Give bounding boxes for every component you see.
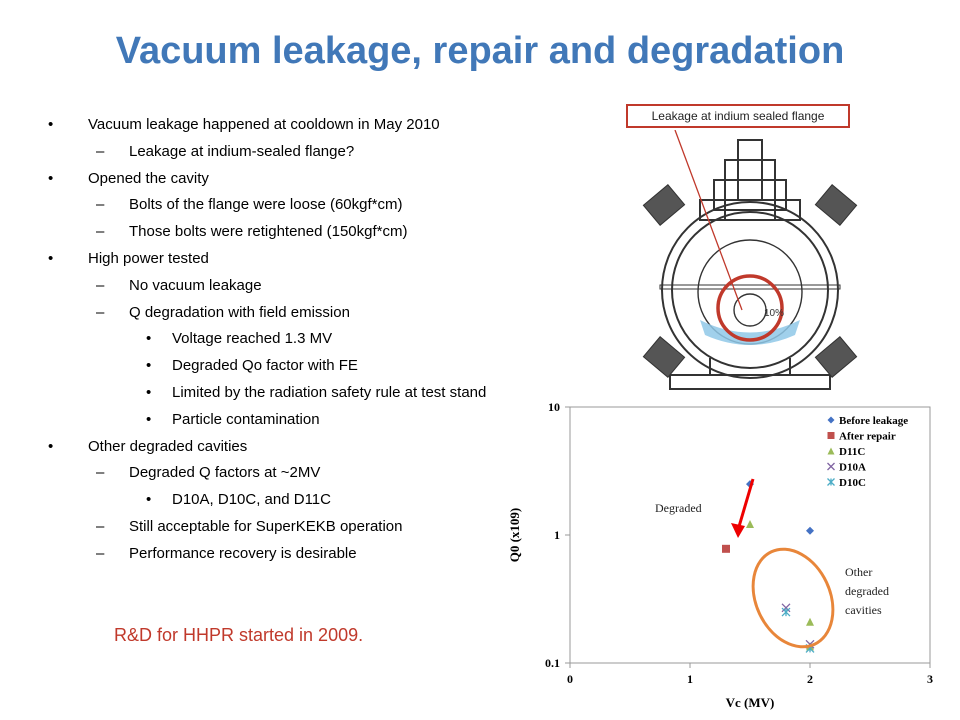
bullet-text: D10A, D10C, and D11C <box>172 491 331 509</box>
bullet-marker: – <box>96 544 105 562</box>
plot-area <box>569 406 931 664</box>
y-tick-label: 10 <box>548 400 560 414</box>
data-point <box>722 544 730 553</box>
degraded-annotation: Degraded <box>655 501 702 515</box>
data-point <box>781 607 791 617</box>
y-axis-label: Q0 (x109) <box>507 508 522 563</box>
bullet-text: High power tested <box>88 250 209 267</box>
data-point <box>806 526 814 535</box>
bullet-marker: • <box>48 250 54 267</box>
slide-title: Vacuum leakage, repair and degradation <box>115 30 845 72</box>
bullet-text: Still acceptable for SuperKEKB operation <box>129 518 403 535</box>
bullet-text: Leakage at indium-sealed flange? <box>129 142 355 160</box>
bullet-marker: • <box>146 330 152 348</box>
bullet-text: Opened the cavity <box>88 169 209 187</box>
legend-item: Before leakage <box>839 415 908 427</box>
degraded-cluster-ellipse <box>751 547 835 649</box>
data-point <box>806 617 814 626</box>
bullet-marker: • <box>146 357 152 375</box>
bullet-text: Q degradation with field emission <box>129 303 350 321</box>
legend-item: D10C <box>839 477 866 489</box>
data-point <box>827 447 835 455</box>
bullet-text: Other degraded cavities <box>88 437 248 455</box>
callout-leader-line <box>674 130 743 311</box>
bullet-marker: – <box>96 303 105 321</box>
leak-callout: Leakage at indium sealed flange <box>626 104 850 128</box>
bullet-marker: • <box>48 169 54 187</box>
legend-item: After repair <box>839 431 896 443</box>
bullet-marker: • <box>146 491 152 509</box>
ratio-label: 10% <box>764 308 784 319</box>
x-tick-label: 2 <box>807 672 813 686</box>
bullet-text: Those bolts were retightened (150kgf*cm) <box>129 223 408 241</box>
x-tick-label: 1 <box>687 672 693 686</box>
bullet-marker: • <box>146 384 152 401</box>
bullet-marker: – <box>96 518 105 535</box>
bullet-text: Vacuum leakage happened at cooldown in M… <box>88 116 440 133</box>
data-point <box>827 462 835 471</box>
legend-item: D10A <box>839 462 866 474</box>
cavity-diagram: 10% <box>642 130 858 390</box>
other-degraded-annotation: Other degraded cavities <box>845 565 889 617</box>
bullet-marker: – <box>96 142 105 160</box>
bullet-marker: – <box>96 196 105 214</box>
bullet-marker: – <box>96 464 105 482</box>
other-label-line: cavities <box>845 603 882 617</box>
data-point <box>746 519 754 528</box>
bullet-marker: – <box>96 223 105 241</box>
bullet-marker: • <box>48 437 54 455</box>
data-point <box>781 603 791 613</box>
data-point <box>827 416 835 424</box>
bullet-text: Performance recovery is desirable <box>129 544 357 562</box>
bullet-marker: • <box>146 410 152 428</box>
x-axis-label: Vc (MV) <box>726 695 775 710</box>
bullet-marker: • <box>48 116 54 133</box>
bullet-marker: – <box>96 276 105 294</box>
bullet-text: Limited by the radiation safety rule at … <box>172 384 487 401</box>
x-tick-label: 0 <box>567 672 573 686</box>
y-tick-label: 1 <box>554 528 560 542</box>
bullet-text: Degraded Q factors at ~2MV <box>129 464 321 482</box>
bullet-text: Voltage reached 1.3 MV <box>172 330 333 348</box>
data-point <box>827 478 835 486</box>
legend-item: D11C <box>839 446 865 458</box>
rd-note: R&D for HHPR started in 2009. <box>114 625 364 645</box>
leak-highlight-circle <box>716 274 784 342</box>
data-point <box>827 432 835 439</box>
degraded-arrow <box>736 478 755 531</box>
other-label-line: Other <box>845 565 872 579</box>
x-tick-label: 3 <box>927 672 933 686</box>
y-tick-label: 0.1 <box>545 656 560 670</box>
bullet-text: Particle contamination <box>172 410 320 428</box>
other-label-line: degraded <box>845 584 889 598</box>
bullet-text: Degraded Qo factor with FE <box>172 357 358 375</box>
bullet-text: No vacuum leakage <box>129 276 262 294</box>
bullet-text: Bolts of the flange were loose (60kgf*cm… <box>129 196 403 214</box>
degraded-arrowhead <box>731 523 745 538</box>
